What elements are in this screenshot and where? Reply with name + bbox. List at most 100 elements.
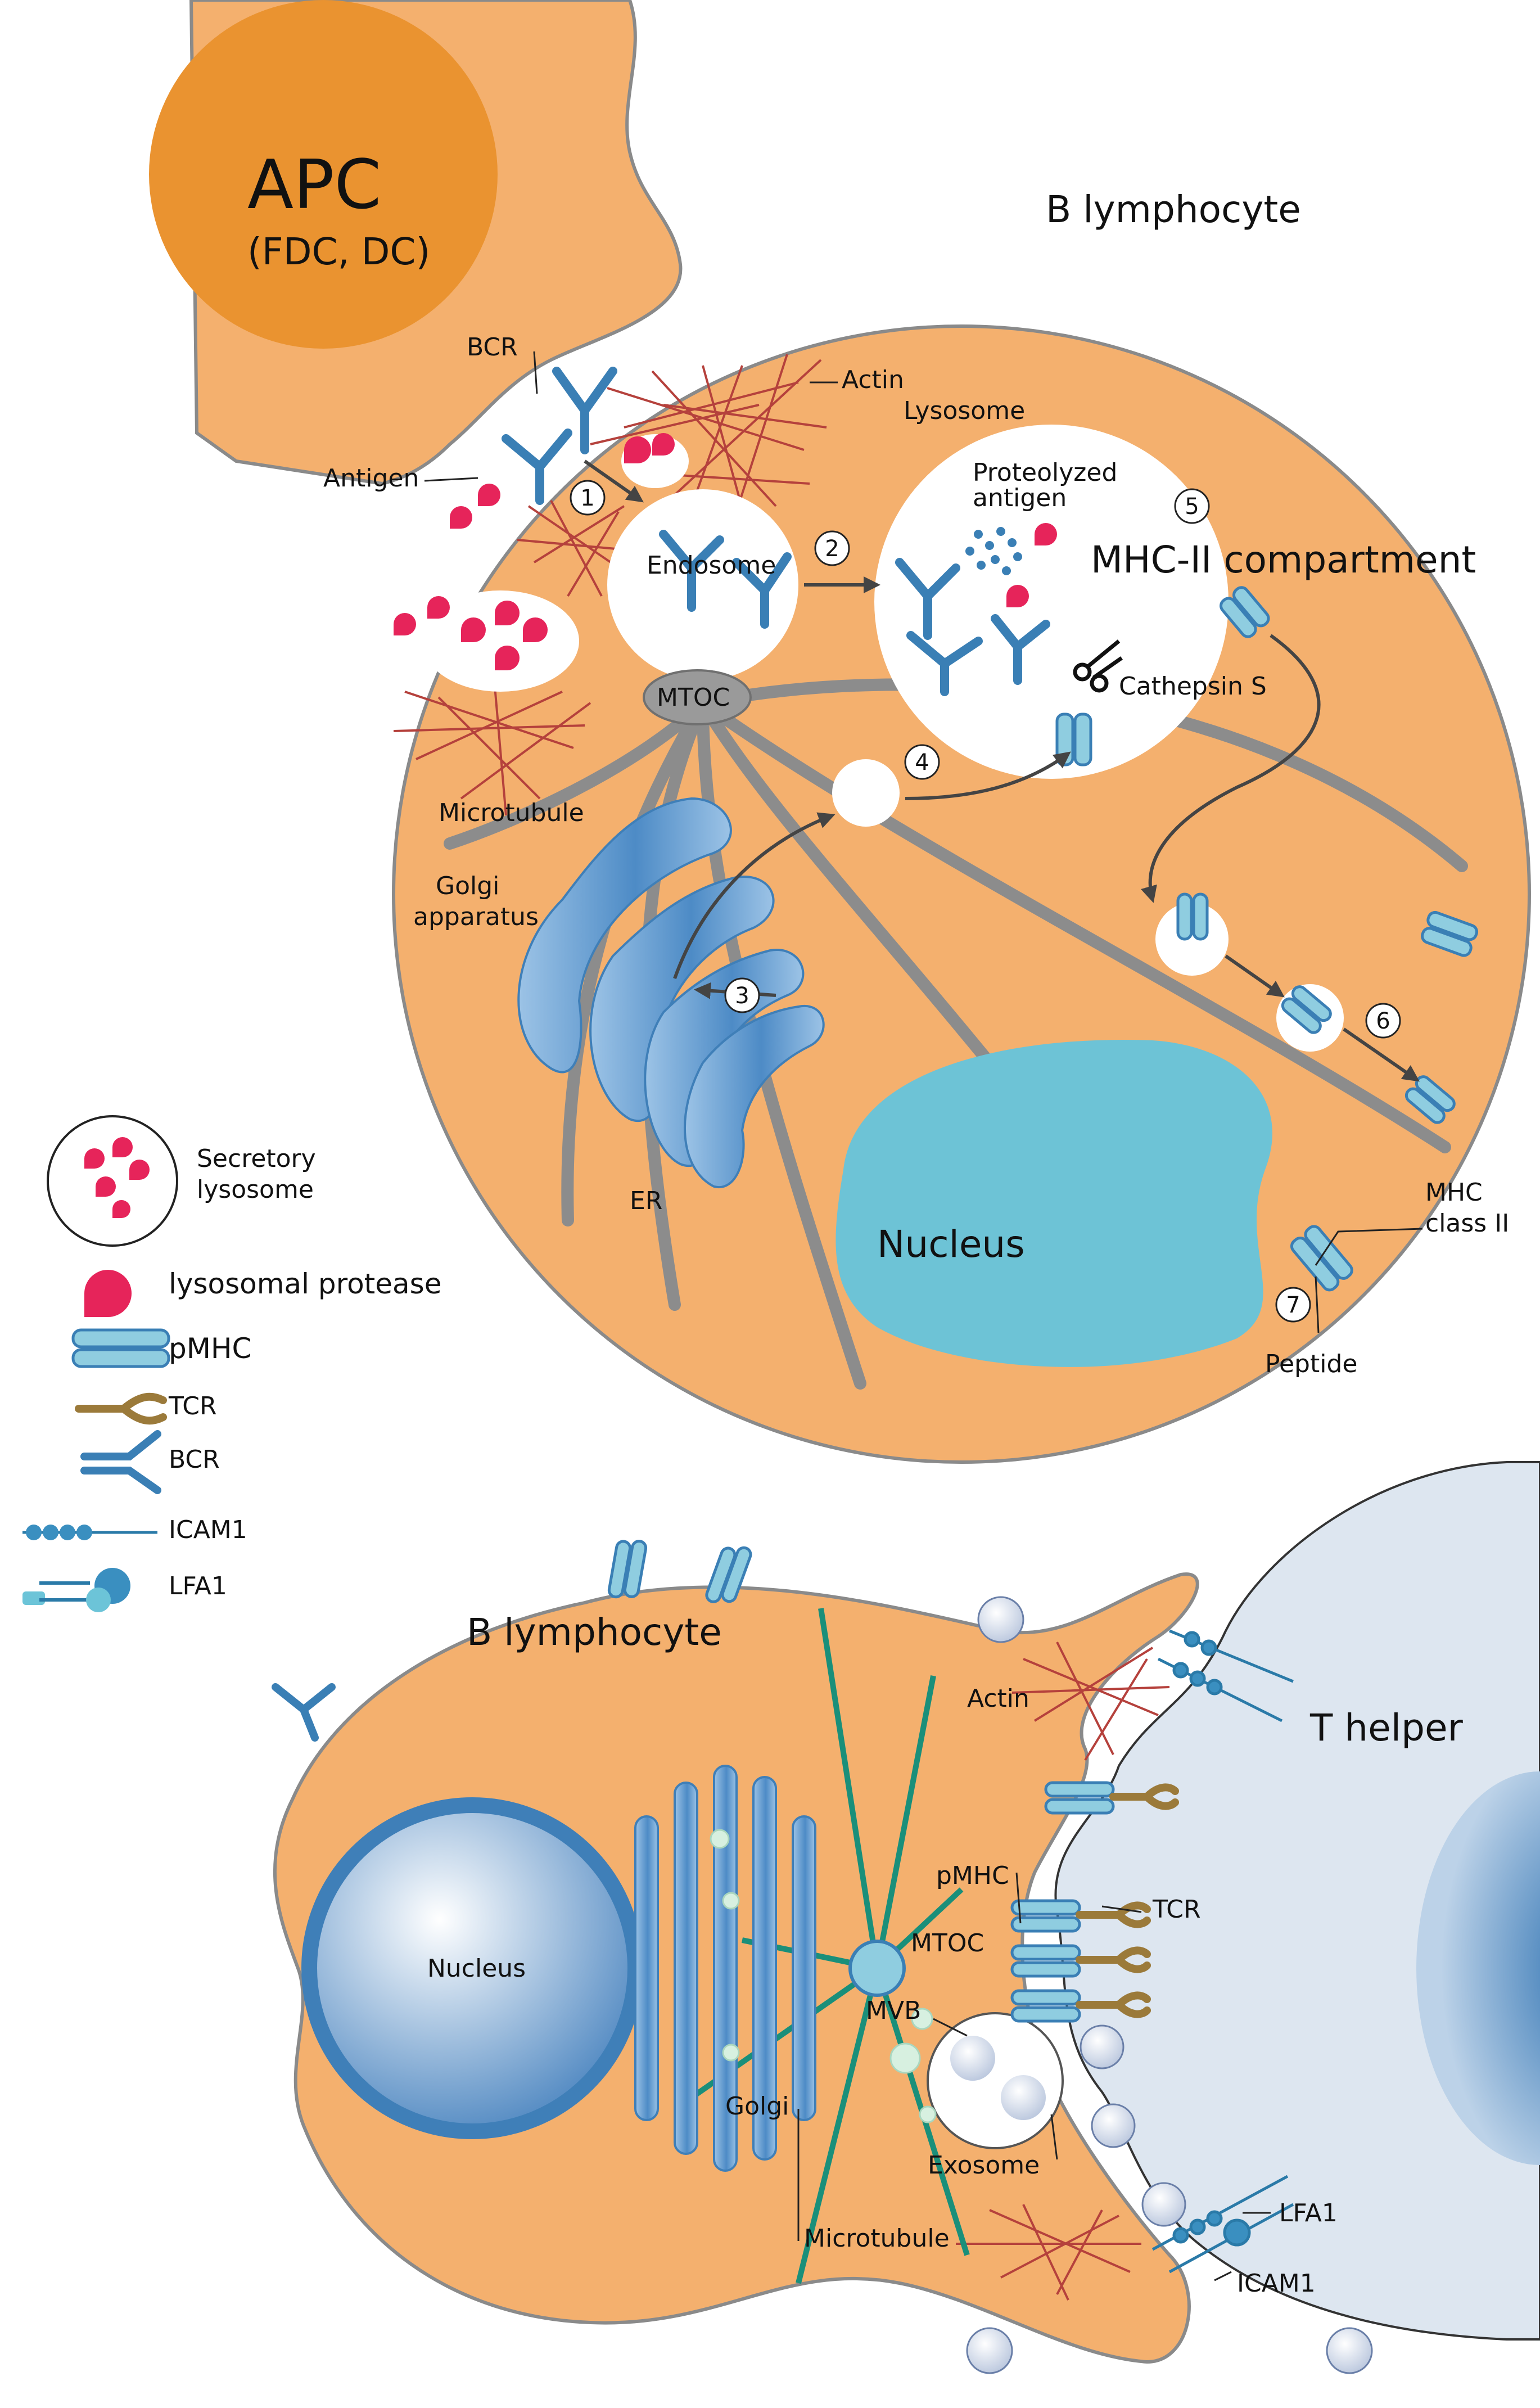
secretory-lysosome-2 — [422, 590, 579, 692]
legend-lfa1: LFA1 — [169, 1572, 227, 1600]
leader-lines-bottom — [797, 1872, 1271, 2281]
pmhc-icon — [1010, 1944, 1081, 1961]
legend-tcr: TCR — [168, 1392, 217, 1421]
legend-icam1: ICAM1 — [169, 1516, 247, 1544]
endosome — [607, 489, 798, 680]
surface-pmhc-bottom — [607, 1540, 752, 1603]
mtoc-top — [643, 669, 752, 725]
mhc-ii-compartment — [874, 425, 1229, 779]
pmhc-icon — [607, 1540, 632, 1599]
pmhc-icon — [1073, 713, 1092, 766]
pmhc-icon — [1281, 997, 1322, 1034]
b-cell-top-title: B lymphocyte — [1046, 188, 1301, 231]
label-mvb: MVB — [866, 1996, 921, 2025]
protease-icon — [523, 617, 548, 642]
label-lfa1-bottom: LFA1 — [1279, 2199, 1338, 2227]
nucleus-top-label: Nucleus — [877, 1223, 1025, 1266]
pmhc-icon — [1404, 1087, 1446, 1124]
exosome-1 — [950, 2036, 995, 2081]
label-golgi-1: Golgi — [436, 872, 499, 900]
label-golgi-bottom: Golgi — [725, 2092, 789, 2121]
protease-icon — [624, 436, 651, 463]
actin-filaments-top — [393, 354, 827, 816]
tcr-icon — [1076, 1946, 1151, 1973]
label-lysosome: Lysosome — [904, 396, 1025, 425]
pathway-arrows-top — [584, 459, 1420, 1082]
adhesion-complexes — [1151, 1629, 1294, 2274]
label-endosome: Endosome — [647, 551, 776, 580]
golgi-bottom — [634, 1765, 816, 2172]
legend-secretory-1: Secretory — [197, 1144, 316, 1173]
label-exosome: Exosome — [928, 2151, 1040, 2180]
label-tcr-bottom: TCR — [1152, 1895, 1201, 1924]
protease-cluster-top — [394, 433, 1057, 670]
pmhc-icon — [1291, 985, 1332, 1022]
golgi-er-top — [517, 797, 825, 1189]
label-er: ER — [630, 1187, 662, 1215]
legend-icam1-icon — [22, 1525, 157, 1540]
pmhc-icon — [1044, 1781, 1115, 1798]
mvb — [927, 2012, 1064, 2149]
top-panel: APC (FDC, DC) B lymphocyte Nucleus — [149, 0, 1531, 1464]
label-mhc-ii-compartment: MHC-II compartment — [1091, 538, 1476, 581]
apc-sublabel: (FDC, DC) — [247, 230, 430, 273]
mtoc-bottom — [848, 1940, 906, 1997]
label-microtubule-bottom: Microtubule — [804, 2224, 950, 2253]
legend-protease-icon — [84, 1270, 132, 1317]
legend-tcr-icon — [75, 1392, 167, 1425]
bottom-panel: T helper B lymphocyte Nucleus — [272, 1461, 1540, 2374]
pmhc-icon — [1044, 1798, 1115, 1815]
actin-filaments-bottom — [956, 1642, 1170, 2301]
label-proteolyzed-2: antigen — [973, 484, 1067, 512]
protease-icon — [478, 484, 500, 506]
synapse-complexes — [1010, 1781, 1179, 2023]
pmhc-icon — [1010, 1961, 1081, 1978]
pmhc-icon — [1010, 2006, 1081, 2023]
pmhc-icon — [1010, 1989, 1081, 2006]
step-6: 6 — [1376, 1008, 1390, 1034]
label-mhc-class-2: class II — [1425, 1209, 1509, 1238]
label-actin-bottom: Actin — [967, 1684, 1029, 1713]
protease-icon — [394, 613, 416, 635]
pmhc-icon — [721, 1546, 752, 1603]
protease-icon — [652, 433, 675, 456]
step-7: 7 — [1286, 1292, 1300, 1318]
label-actin-top: Actin — [842, 366, 904, 394]
legend-bcr: BCR — [169, 1445, 220, 1474]
pmhc-icon — [1421, 927, 1473, 957]
label-antigen: Antigen — [323, 464, 419, 493]
protease-icon — [1035, 523, 1057, 545]
protease-icon — [427, 596, 450, 619]
label-peptide: Peptide — [1265, 1350, 1357, 1378]
legend-pmhc-icon — [71, 1328, 170, 1368]
exosome-2 — [1001, 2075, 1046, 2120]
pmhc-icon — [1010, 1899, 1081, 1916]
tcr-icon — [1076, 1901, 1151, 1928]
label-microtubule-top: Microtubule — [439, 799, 584, 827]
pmhc-icon — [1304, 1225, 1353, 1280]
legend-protease: lysosomal protease — [169, 1268, 442, 1300]
tcr-icon — [1076, 1991, 1151, 2018]
pmhc-icon — [1232, 586, 1270, 628]
step-2: 2 — [825, 536, 839, 562]
label-golgi-2: apparatus — [413, 903, 539, 931]
apc-label: APC — [247, 146, 381, 224]
t-helper-label: T helper — [1309, 1706, 1464, 1749]
golgi-vesicles — [710, 1829, 937, 2123]
pmhc-icon — [1220, 597, 1257, 638]
legend: Secretory lysosome lysosomal protease pM… — [22, 1115, 442, 1612]
pmhc-icon — [1426, 910, 1479, 941]
protease-icon — [450, 506, 472, 529]
legend-bcr-icon — [80, 1430, 161, 1494]
label-cathepsin: Cathepsin S — [1119, 672, 1267, 701]
pmhc-icon — [1192, 892, 1209, 941]
protease-icon — [495, 601, 520, 625]
leader-lines-top — [424, 351, 1423, 1333]
nucleus-bottom-label: Nucleus — [427, 1954, 526, 1983]
tcr-icon — [1109, 1783, 1179, 1810]
label-proteolyzed-1: Proteolyzed — [973, 458, 1117, 487]
label-mhc-class-1: MHC — [1425, 1178, 1483, 1207]
step-4: 4 — [915, 750, 929, 775]
apc-core — [149, 0, 498, 349]
protease-icon — [495, 646, 520, 670]
